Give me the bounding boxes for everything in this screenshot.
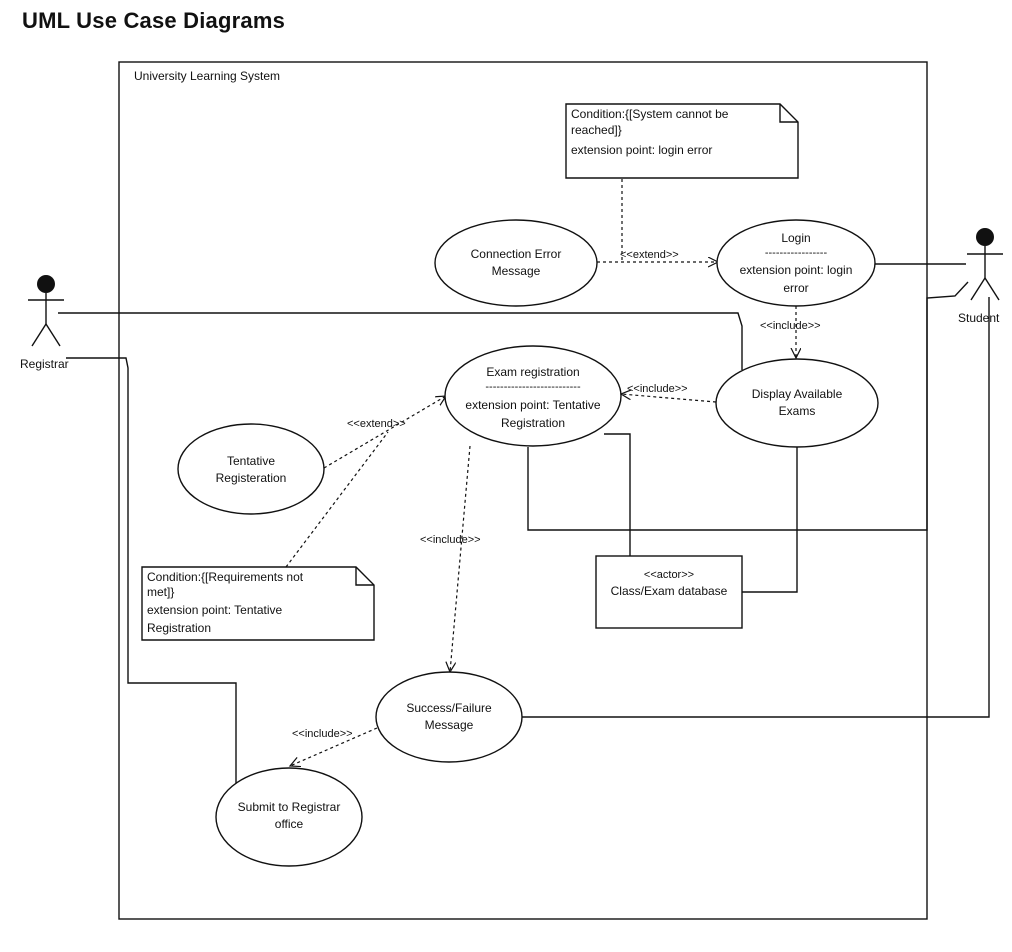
note-line: Condition:{[System cannot be bbox=[571, 107, 729, 121]
include-success-submit bbox=[290, 727, 378, 766]
note-line: reached]} bbox=[571, 123, 622, 137]
note-line: met]} bbox=[147, 585, 174, 599]
note-line: Registration bbox=[147, 621, 211, 635]
class-exam-database: <<actor>> Class/Exam database bbox=[595, 555, 743, 629]
include-exam-success bbox=[450, 445, 471, 672]
assoc-exam-database bbox=[604, 433, 631, 556]
actor-head-icon bbox=[37, 275, 55, 293]
note-tentative-condition: Condition:{[Requirements not met]} exten… bbox=[141, 566, 375, 641]
svg-text:extension point: login: extension point: login bbox=[740, 263, 853, 277]
assoc-registrar-display bbox=[58, 312, 743, 370]
actor-head-icon bbox=[976, 228, 994, 246]
assoc-student-exam bbox=[527, 281, 969, 531]
note-line: Condition:{[Requirements not bbox=[147, 570, 304, 584]
svg-text:Exams: Exams bbox=[779, 404, 816, 418]
svg-text:-----------------: ----------------- bbox=[765, 247, 828, 259]
svg-text:Registeration: Registeration bbox=[216, 471, 287, 485]
use-case-tentative: Tentative Registeration bbox=[177, 423, 325, 515]
system-name: University Learning System bbox=[134, 69, 280, 83]
page-title: UML Use Case Diagrams bbox=[22, 8, 286, 33]
svg-text:Message: Message bbox=[492, 264, 541, 278]
svg-text:Submit to Registrar: Submit to Registrar bbox=[238, 800, 341, 814]
svg-text:Class/Exam database: Class/Exam database bbox=[611, 584, 728, 598]
svg-text:--------------------------: -------------------------- bbox=[485, 381, 581, 393]
svg-text:Message: Message bbox=[425, 718, 474, 732]
include-label-display-exam: <<include>> bbox=[627, 383, 688, 395]
extend-label-tentative: <<extend>> bbox=[347, 418, 406, 430]
svg-text:Tentative: Tentative bbox=[227, 454, 275, 468]
use-case-success-failure: Success/Failure Message bbox=[375, 671, 523, 763]
svg-text:Connection Error: Connection Error bbox=[471, 247, 562, 261]
assoc-display-database bbox=[742, 447, 798, 593]
extend-label-login: <<extend>> bbox=[620, 249, 679, 261]
svg-text:Exam registration: Exam registration bbox=[486, 365, 579, 379]
note-login-condition: Condition:{[System cannot be reached]} e… bbox=[565, 103, 799, 179]
svg-text:Display Available: Display Available bbox=[752, 387, 843, 401]
use-case-login: Login ----------------- extension point:… bbox=[716, 219, 876, 307]
include-display-exam bbox=[621, 394, 717, 403]
include-label-success-submit: <<include>> bbox=[292, 728, 353, 740]
actor-registrar-label: Registrar bbox=[20, 357, 69, 371]
use-case-connection-error: Connection Error Message bbox=[434, 219, 598, 307]
note-line: extension point: Tentative bbox=[147, 603, 283, 617]
assoc-success-student bbox=[522, 297, 990, 718]
svg-text:office: office bbox=[275, 817, 304, 831]
note-tentative-anchor bbox=[285, 431, 389, 568]
assoc-registrar-submit bbox=[66, 357, 237, 784]
actor-registrar: Registrar bbox=[20, 275, 69, 371]
actor-student-label: Student bbox=[958, 311, 1000, 325]
dependencies bbox=[285, 179, 796, 766]
svg-text:Registration: Registration bbox=[501, 416, 565, 430]
include-label-login-display: <<include>> bbox=[760, 320, 821, 332]
associations bbox=[58, 263, 990, 784]
use-case-submit-registrar: Submit to Registrar office bbox=[215, 767, 363, 867]
svg-text:Login: Login bbox=[781, 231, 810, 245]
svg-text:error: error bbox=[783, 281, 808, 295]
include-label-exam-success: <<include>> bbox=[420, 534, 481, 546]
svg-text:Success/Failure: Success/Failure bbox=[406, 701, 492, 715]
note-line: extension point: login error bbox=[571, 143, 712, 157]
actor-student: Student bbox=[958, 228, 1003, 325]
use-case-exam-registration: Exam registration ----------------------… bbox=[444, 345, 622, 447]
extend-tentative-exam bbox=[323, 396, 446, 469]
use-case-display-exams: Display Available Exams bbox=[715, 358, 879, 448]
svg-text:<<actor>>: <<actor>> bbox=[644, 569, 694, 581]
svg-text:extension point: Tentative: extension point: Tentative bbox=[465, 398, 601, 412]
